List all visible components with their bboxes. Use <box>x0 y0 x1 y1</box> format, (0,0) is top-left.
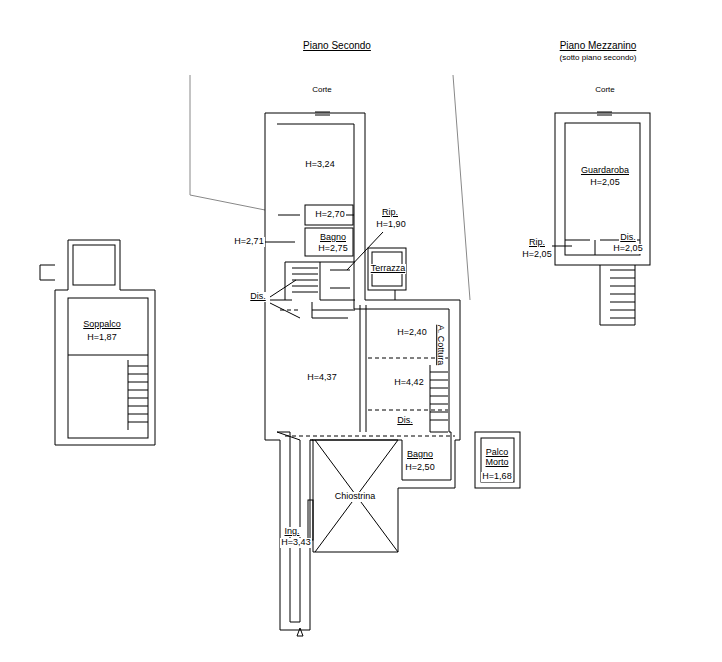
room-label: Guardaroba <box>580 166 630 176</box>
room-label: H=2,05 <box>589 178 620 188</box>
room-label: Ing. <box>283 527 300 537</box>
room-label: Rip. <box>528 238 546 248</box>
room-label: Dis. <box>396 416 414 426</box>
room-label: Dis. <box>249 292 267 302</box>
room-label: H=1,87 <box>86 333 117 343</box>
room-label: A. Cottura <box>435 324 445 367</box>
room-label: H=2,75 <box>317 244 348 254</box>
room-label: H=2,40 <box>396 328 427 338</box>
room-label: H=1,90 <box>375 220 406 230</box>
room-label: H=4,42 <box>393 378 424 388</box>
room-label: Rip. <box>381 208 399 218</box>
room-label: Corte <box>311 86 333 95</box>
room-label: (sotto piano secondo) <box>559 54 638 63</box>
room-label: Palco Morto <box>482 448 512 468</box>
room-label: H=3,43 <box>280 538 311 548</box>
room-label: H=2,05 <box>612 244 643 254</box>
room-label: Corte <box>594 86 616 95</box>
room-label: H=2,70 <box>314 210 345 220</box>
room-label: Piano Secondo <box>302 40 372 51</box>
room-label: H=4,37 <box>306 373 337 383</box>
room-label: Piano Mezzanino <box>559 40 638 51</box>
room-label: Terrazza <box>370 264 407 274</box>
room-label: Soppalco <box>82 320 122 330</box>
room-label: Chiostrina <box>334 492 377 502</box>
room-label: Dis. <box>619 233 637 243</box>
room-label: H=2,71 <box>233 237 264 247</box>
room-label: Bagno <box>406 450 434 460</box>
room-label: H=2,05 <box>521 250 552 260</box>
room-label: Bagno <box>319 233 347 243</box>
room-label: H=3,24 <box>304 160 335 170</box>
room-label: H=2,50 <box>404 463 435 473</box>
room-label: H=1,68 <box>481 472 512 482</box>
